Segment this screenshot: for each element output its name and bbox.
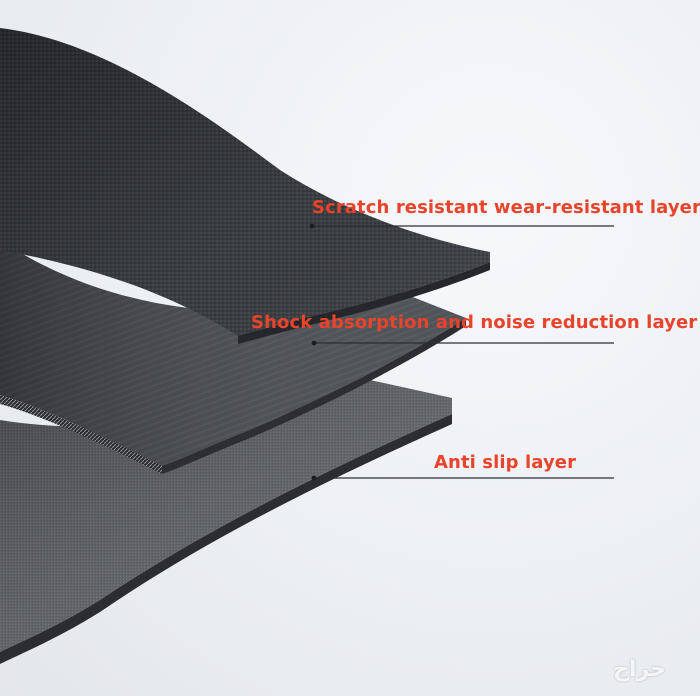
- top-layer-sheet: [0, 28, 490, 344]
- top-layer-label: Scratch resistant wear-resistant layer: [312, 197, 700, 218]
- leader-dot-middle: [311, 340, 317, 346]
- watermark: حراج: [613, 657, 666, 682]
- leader-lines: [309, 223, 614, 481]
- middle-layer-label: Shock absorption and noise reduction lay…: [251, 312, 698, 333]
- leader-dot-bottom: [311, 475, 317, 481]
- bottom-layer-label: Anti slip layer: [434, 452, 577, 473]
- leader-dot-top: [309, 223, 315, 229]
- middle-layer-sheet: [0, 240, 466, 474]
